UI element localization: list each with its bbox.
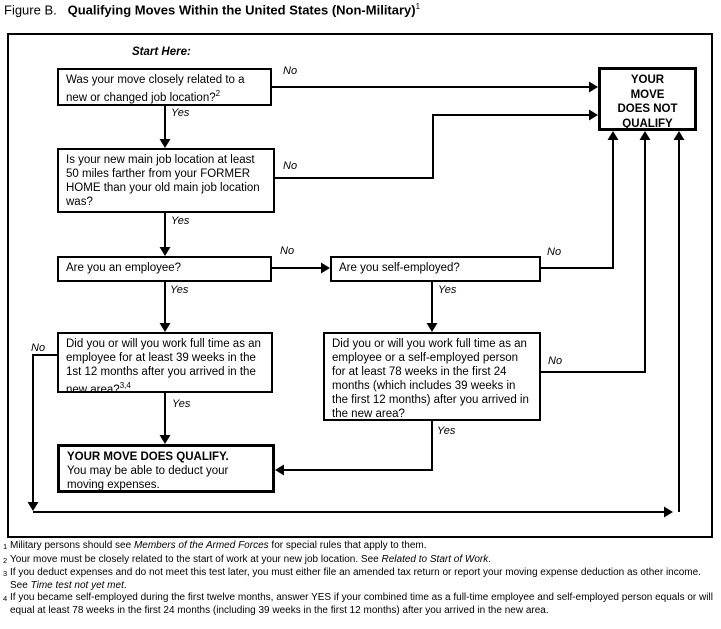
qualify-title: YOUR MOVE DOES QUALIFY.: [67, 451, 229, 463]
footnote-number: 1: [3, 542, 8, 551]
question-box-50-miles: Is your new main job location at least 5…: [57, 148, 275, 213]
no-label-q4: No: [547, 246, 562, 258]
figure-title-text: Qualifying Moves Within the United State…: [67, 2, 416, 18]
question-text: Are you an employee?: [66, 262, 182, 274]
question-text: Did you or will you work full time as an…: [332, 338, 529, 420]
footnote-ref: 2: [215, 89, 221, 98]
question-box-self-employed: Are you self-employed?: [330, 256, 541, 282]
yes-label-q1: Yes: [171, 107, 190, 119]
figure-label: Figure B.: [4, 2, 57, 18]
figure-title: Figure B. Qualifying Moves Within the Un…: [4, 2, 420, 17]
footnotes: 1 Military persons should see Members of…: [3, 540, 719, 618]
footnote-3: 3 If you deduct expenses and do not meet…: [3, 567, 701, 591]
no-label-q2: No: [283, 160, 298, 172]
question-text: Was your move closely related to a new o…: [66, 74, 245, 104]
yes-label-q5: Yes: [172, 398, 191, 410]
footnote-number: 3: [3, 569, 8, 579]
question-text: Did you or will you work full time as an…: [66, 338, 261, 396]
question-box-39-weeks: Did you or will you work full time as an…: [57, 332, 273, 396]
question-text: Are you self-employed?: [339, 262, 460, 274]
qualify-body: You may be able to deduct your moving ex…: [67, 465, 229, 491]
footnote-2: 2 Your move must be closely related to t…: [3, 554, 719, 568]
question-box-job-location: Was your move closely related to a new o…: [57, 68, 272, 106]
not-qualify-text: YOUR MOVE DOES NOT QUALIFY: [617, 74, 678, 130]
yes-label-q3: Yes: [170, 284, 189, 296]
no-label-q3: No: [280, 245, 295, 257]
footnote-number: 4: [3, 594, 8, 604]
yes-label-q2: Yes: [171, 215, 190, 227]
no-label-q6: No: [548, 355, 563, 367]
question-box-78-weeks: Did you or will you work full time as an…: [323, 332, 541, 421]
footnote-ref: 3,4: [119, 381, 131, 390]
footnote-4: 4 If you became self-employed during the…: [3, 592, 713, 616]
result-box-qualify: YOUR MOVE DOES QUALIFY. You may be able …: [57, 444, 275, 493]
result-box-not-qualify: YOUR MOVE DOES NOT QUALIFY: [598, 67, 697, 131]
yes-label-q4: Yes: [438, 284, 457, 296]
no-label-q1: No: [283, 65, 298, 77]
no-label-q5: No: [31, 342, 46, 354]
question-box-employee: Are you an employee?: [57, 256, 272, 282]
footnote-1: 1 Military persons should see Members of…: [3, 540, 719, 554]
footnote-number: 2: [3, 555, 8, 565]
start-here-label: Start Here:: [132, 46, 191, 58]
yes-label-q6: Yes: [437, 425, 456, 437]
figure-title-footnote-ref: 1: [415, 2, 421, 11]
question-text: Is your new main job location at least 5…: [66, 154, 260, 208]
